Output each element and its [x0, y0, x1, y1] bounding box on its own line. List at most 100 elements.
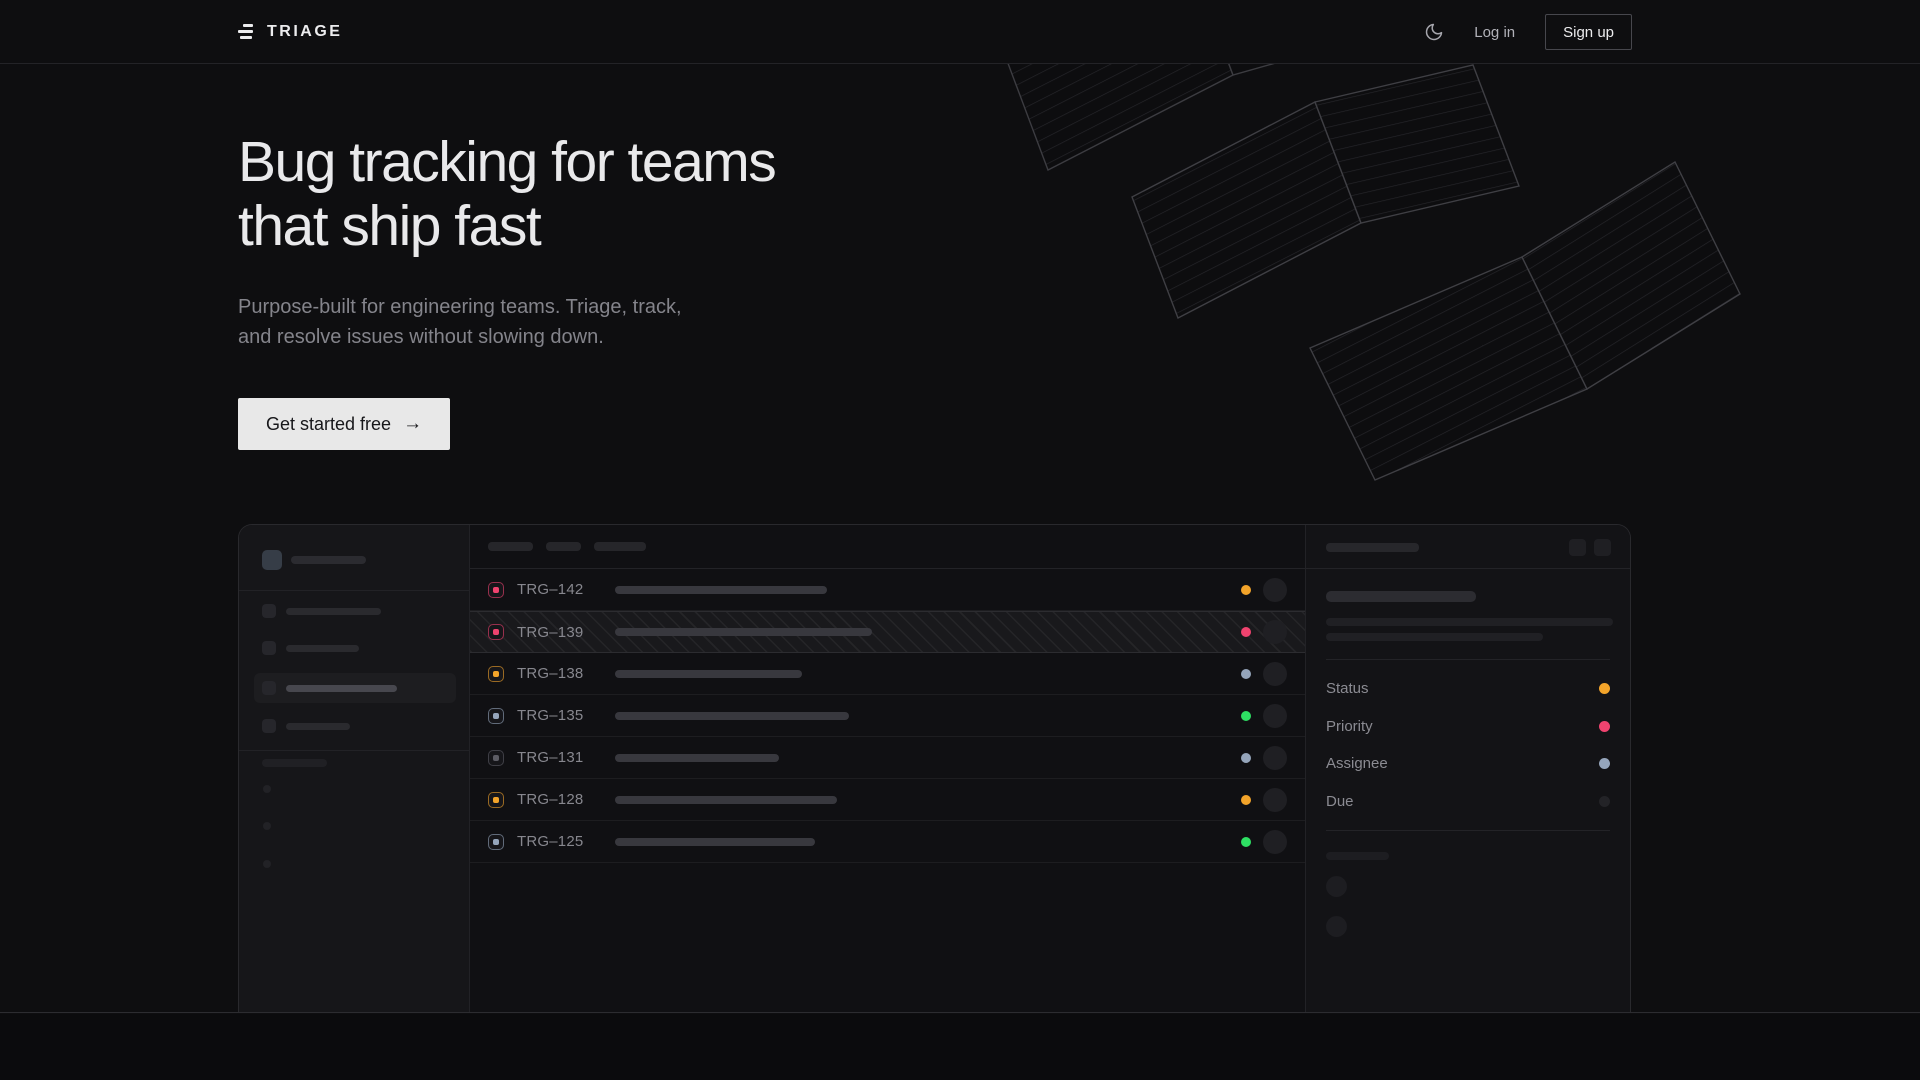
- status-dot: [1241, 794, 1251, 805]
- issue-type-icon: [488, 624, 504, 640]
- issue-title-skeleton: [615, 628, 872, 636]
- signup-button[interactable]: Sign up: [1545, 14, 1632, 50]
- field-value-dot: [1599, 720, 1610, 732]
- assignee-avatar: [1263, 577, 1287, 602]
- status-dot: [1241, 710, 1251, 721]
- hero-subtext: Purpose-built for engineering teams. Tri…: [238, 296, 682, 348]
- issue-type-icon: [488, 581, 504, 598]
- field-label: Priority: [1326, 717, 1373, 735]
- issue-title-skeleton: [615, 711, 849, 720]
- issue-row[interactable]: TRG–135: [470, 695, 1305, 737]
- top-nav: TRIAGE Log in Sign up: [0, 0, 1920, 64]
- issue-row[interactable]: TRG–125: [470, 821, 1305, 863]
- slab-1: [1007, 64, 1275, 171]
- issue-id: TRG–139: [517, 623, 584, 641]
- detail-field-priority[interactable]: Priority: [1326, 718, 1610, 735]
- detail-title-skeleton: [1326, 591, 1476, 602]
- brand-name: TRIAGE: [267, 22, 343, 40]
- filter-pill-skeleton[interactable]: [488, 542, 533, 551]
- headline-line-2: that ship fast: [238, 194, 542, 258]
- assignee-avatar: [1263, 745, 1287, 770]
- assignee-avatar: [1263, 703, 1287, 728]
- sidebar-item-skeleton[interactable]: [262, 719, 350, 733]
- slab-2: [1131, 64, 1520, 319]
- hero-section: Bug tracking for teams that ship fast Pu…: [0, 64, 1920, 1013]
- sidebar-item-skeleton[interactable]: [262, 641, 359, 655]
- login-link[interactable]: Log in: [1474, 23, 1516, 41]
- moon-icon: [1426, 23, 1443, 41]
- dark-mode-toggle[interactable]: [1424, 22, 1444, 42]
- issue-row[interactable]: TRG–131: [470, 737, 1305, 779]
- status-dot: [1241, 836, 1251, 847]
- detail-field-assignee[interactable]: Assignee: [1326, 755, 1610, 772]
- detail-field-due[interactable]: Due: [1326, 793, 1610, 810]
- headline-line-1: Bug tracking for teams: [238, 130, 777, 194]
- field-value-dot: [1599, 758, 1610, 769]
- issue-title-skeleton: [615, 837, 815, 846]
- field-value-dot: [1599, 683, 1610, 694]
- issue-id: TRG–138: [517, 665, 584, 682]
- workspace-switcher-skeleton[interactable]: [262, 550, 366, 570]
- sidebar-dot: [263, 822, 271, 830]
- status-dot: [1241, 668, 1251, 679]
- get-started-button[interactable]: Get started free →: [238, 398, 451, 450]
- issue-title-skeleton: [615, 585, 827, 594]
- assignee-avatar: [1263, 787, 1287, 812]
- issue-id: TRG–142: [517, 581, 584, 598]
- mockup-sidebar: [239, 525, 470, 1012]
- sidebar-item-skeleton-active[interactable]: [262, 681, 397, 695]
- sidebar-dot: [263, 785, 271, 793]
- assignee-avatar: [1263, 829, 1287, 854]
- issue-type-icon: [488, 833, 504, 850]
- slab-3: [1309, 160, 1741, 481]
- detail-action-button[interactable]: [1594, 539, 1611, 556]
- detail-field-status[interactable]: Status: [1326, 680, 1610, 697]
- sidebar-item-skeleton[interactable]: [262, 604, 381, 618]
- sidebar-section-label-skeleton: [262, 759, 327, 767]
- field-value-dot: [1599, 795, 1610, 807]
- filter-pill-skeleton[interactable]: [594, 542, 646, 551]
- issue-type-icon: [488, 665, 504, 682]
- activity-avatar-skeleton: [1326, 876, 1347, 897]
- detail-action-button[interactable]: [1569, 539, 1586, 556]
- field-label: Assignee: [1326, 755, 1388, 772]
- issue-type-icon: [488, 749, 504, 766]
- issue-type-icon: [488, 791, 504, 808]
- field-label: Due: [1326, 792, 1354, 810]
- get-started-label: Get started free: [266, 413, 392, 434]
- brand[interactable]: TRIAGE: [238, 23, 342, 41]
- filter-pill-skeleton[interactable]: [546, 542, 581, 551]
- status-dot: [1241, 584, 1251, 595]
- issue-list-toolbar: [470, 525, 1305, 569]
- sidebar-dot: [263, 860, 271, 868]
- activity-avatar-skeleton: [1326, 916, 1347, 937]
- issue-type-icon: [488, 707, 504, 724]
- triage-logo-icon: [238, 23, 256, 40]
- detail-header: [1306, 525, 1630, 569]
- status-dot: [1241, 627, 1251, 637]
- detail-text-skeleton: [1326, 633, 1543, 641]
- issue-id: TRG–135: [517, 707, 584, 724]
- issue-row[interactable]: TRG–138: [470, 653, 1305, 695]
- issue-id: TRG–131: [517, 749, 584, 766]
- field-label: Status: [1326, 680, 1369, 697]
- arrow-right-icon: →: [403, 413, 423, 434]
- workspace-avatar: [262, 550, 282, 570]
- hero-headline: Bug tracking for teams that ship fast: [238, 130, 777, 258]
- issue-title-skeleton: [615, 795, 837, 804]
- status-dot: [1241, 752, 1251, 763]
- issue-id: TRG–125: [517, 833, 584, 850]
- issue-row[interactable]: TRG–139: [470, 611, 1305, 653]
- issue-row[interactable]: TRG–128: [470, 779, 1305, 821]
- footer-strip: [0, 1014, 1920, 1080]
- issue-title-skeleton: [615, 753, 779, 762]
- issue-id: TRG–128: [517, 791, 584, 808]
- assignee-avatar: [1263, 620, 1287, 644]
- issue-title-skeleton: [615, 669, 802, 678]
- detail-section-label-skeleton: [1326, 852, 1389, 860]
- issue-row[interactable]: TRG–142: [470, 569, 1305, 611]
